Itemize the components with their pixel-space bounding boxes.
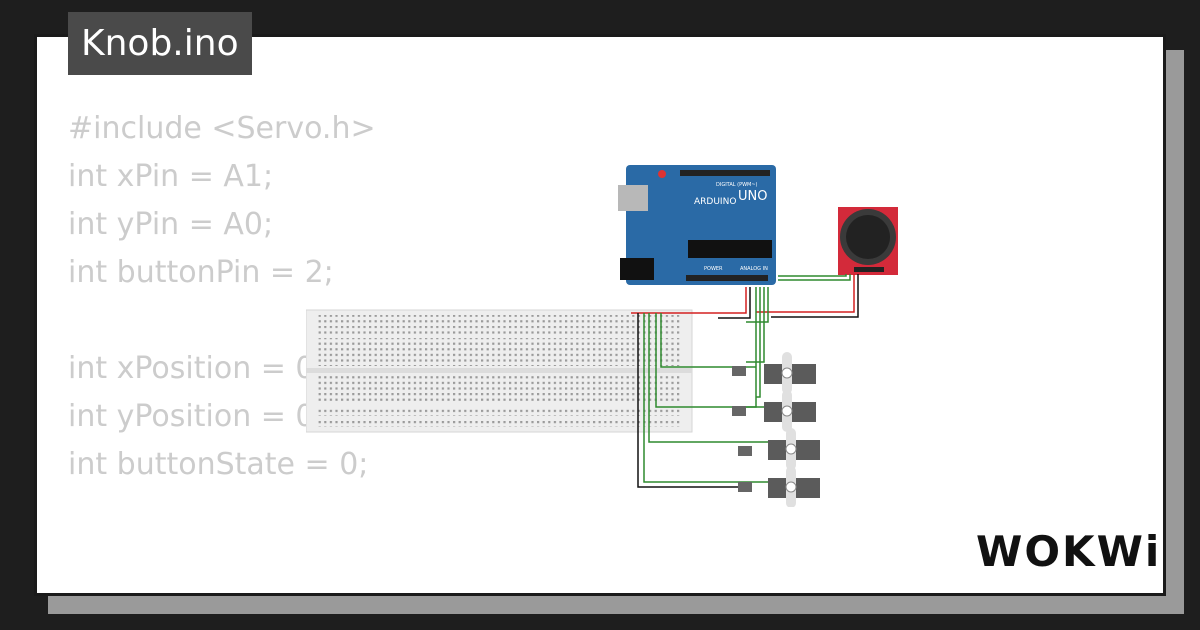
code-line: int buttonPin = 2; [68,255,334,290]
code-line: int yPin = A0; [68,207,274,242]
circuit-diagram: ARDUINO UNO DIGITAL (PWM~) POWER ANALOG … [306,165,898,507]
code-line: Servo myservo1; [68,585,376,593]
breadboard [306,309,693,433]
board-power-header: POWER [704,266,723,272]
preview-card: #include <Servo.h> int xPin = A1; int yPin… [34,34,1166,596]
board-analog-header: ANALOG IN [740,266,768,272]
board-digital-header: DIGITAL (PWM~) [716,182,758,188]
servo-motor-icon [732,352,816,394]
code-line: int buttonState = 0; [68,447,369,482]
code-listing: #include <Servo.h> int xPin = A1; int yPin… [68,105,376,593]
wires [631,274,859,488]
servo-motor-icon [732,390,816,432]
servo-motor-icon [738,428,820,470]
wokwi-logo: WOKWi [976,527,1162,576]
joystick-module-icon [838,207,898,275]
board-brand: ARDUINO [694,197,736,207]
code-line: int xPin = A1; [68,159,274,194]
arduino-uno-icon: ARDUINO UNO DIGITAL (PWM~) POWER ANALOG … [618,165,776,285]
project-title: Knob.ino [68,12,252,75]
board-model: UNO [738,189,767,204]
code-line: #include <Servo.h> [68,111,376,146]
code-line [68,537,376,585]
servo-motor-icon [738,466,820,507]
